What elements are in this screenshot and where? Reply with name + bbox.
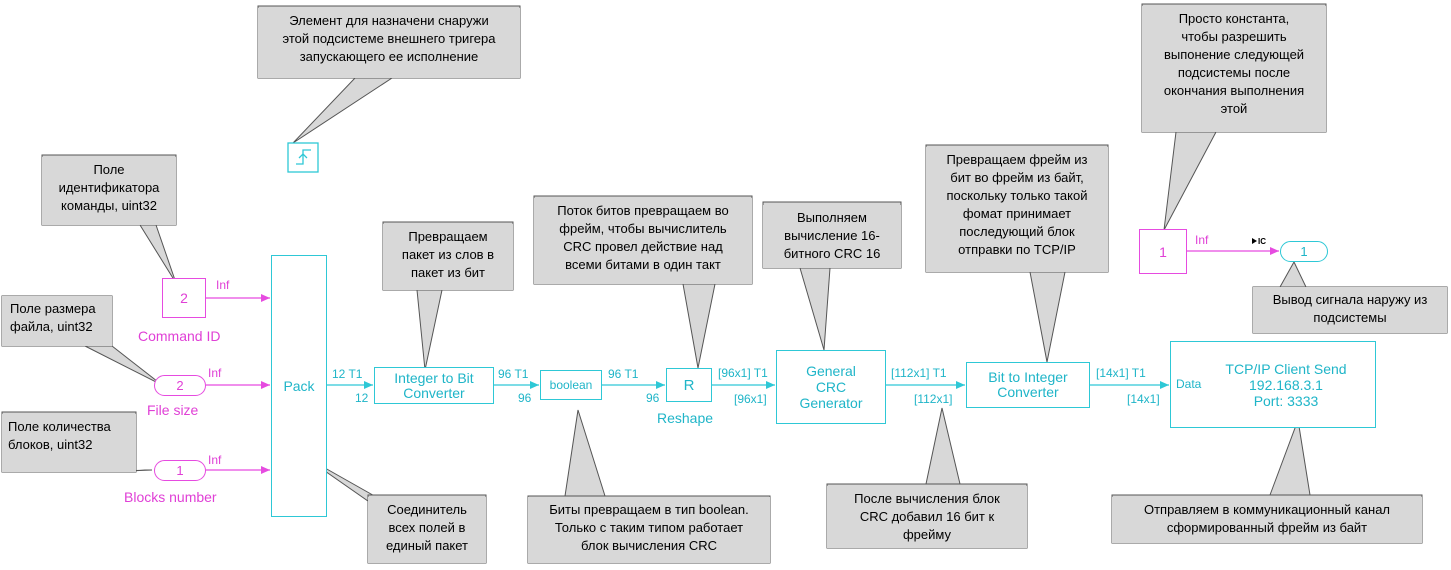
- blocks-number-name: Blocks number: [124, 489, 217, 505]
- pack-block[interactable]: Pack: [271, 255, 327, 517]
- note-bit-to-int: Превращаем фрейм из бит во фрейм из байт…: [926, 147, 1108, 272]
- pointer-boolean: [564, 409, 606, 497]
- note-crc-added: После вычисления блок CRC добавил 16 бит…: [827, 486, 1027, 548]
- bit-to-int-block[interactable]: Bit to Integer Converter: [966, 362, 1090, 408]
- pointer-file-size: [84, 345, 163, 386]
- trigger-icon[interactable]: [287, 142, 319, 173]
- tcp-data-port-label: Data: [1176, 377, 1202, 391]
- crc-out-label-bottom: [112x1]: [914, 392, 953, 406]
- command-id-signal: Inf: [216, 278, 230, 292]
- file-size-signal: Inf: [208, 366, 222, 380]
- file-size-port[interactable]: 2: [154, 375, 206, 396]
- reshape-block[interactable]: R: [666, 368, 712, 402]
- boolean-block[interactable]: boolean: [540, 370, 602, 400]
- b2i-out-label-bottom: [14x1]: [1127, 392, 1160, 406]
- reshape-out-label-bottom: [96x1]: [734, 392, 767, 406]
- constant-signal: Inf: [1195, 233, 1209, 247]
- tcp-client-send-block[interactable]: TCP/IP Client Send 192.168.3.1 Port: 333…: [1170, 341, 1376, 428]
- callout-pointers: [79, 77, 1311, 523]
- i2b-out-label-bottom: 96: [518, 391, 532, 405]
- note-file-size: Поле размера файла, uint32: [2, 296, 112, 346]
- note-trigger: Элемент для назначени снаружи этой подси…: [258, 8, 520, 78]
- b2i-out-label-top: [14x1] T1: [1096, 366, 1146, 380]
- reshape-out-label-top: [96x1] T1: [718, 366, 768, 380]
- int-to-bit-block[interactable]: Integer to Bit Converter: [374, 367, 494, 404]
- ic-label: IC: [1258, 237, 1266, 246]
- pointer-constant: [1163, 131, 1217, 231]
- note-blocks-number: Поле количества блоков, uint32: [2, 414, 136, 472]
- pack-out-label-top: 12 T1: [332, 367, 363, 381]
- note-constant: Просто константа, чтобы разрешить выпоне…: [1142, 6, 1326, 132]
- signal-lines: [206, 247, 1279, 474]
- pointer-output: [1279, 260, 1307, 288]
- note-reshape: Поток битов превращаем во фрейм, чтобы в…: [534, 198, 752, 284]
- blocks-number-signal: Inf: [208, 453, 222, 467]
- pointer-crc-added: [925, 407, 961, 485]
- pack-out-label-bottom: 12: [355, 391, 369, 405]
- pointer-command-id: [139, 224, 177, 284]
- pointer-crc: [799, 267, 831, 351]
- ic-marker-icon: [1252, 238, 1257, 244]
- note-tcp: Отправляем в коммуникационный канал сфор…: [1112, 497, 1422, 543]
- note-command-id: Поле идентификатора команды, uint32: [42, 157, 176, 225]
- pointer-reshape: [682, 283, 716, 369]
- crc-out-label-top: [112x1] T1: [891, 366, 947, 380]
- command-id-name: Command ID: [138, 328, 221, 344]
- pointer-tcp: [1269, 418, 1311, 496]
- note-boolean: Биты превращаем в тип boolean. Только с …: [528, 497, 770, 563]
- out-port[interactable]: 1: [1280, 241, 1328, 262]
- note-crc: Выполняем вычисление 16- битного CRC 16: [763, 205, 901, 268]
- bool-out-label-bottom: 96: [646, 391, 660, 405]
- command-id-block[interactable]: 2: [162, 278, 206, 318]
- reshape-name: Reshape: [657, 410, 714, 426]
- crc-generator-block[interactable]: General CRC Generator: [776, 350, 886, 424]
- pointer-bit-to-int: [1029, 271, 1066, 363]
- file-size-name: File size: [147, 402, 199, 418]
- note-output: Вывод сигнала наружу из подсистемы: [1253, 287, 1447, 333]
- blocks-number-port[interactable]: 1: [154, 460, 206, 481]
- note-pack: Соединитель всех полей в единый пакет: [368, 497, 486, 563]
- constant-block[interactable]: 1: [1139, 229, 1187, 274]
- i2b-out-label-top: 96 T1: [498, 367, 529, 381]
- bool-out-label-top: 96 T1: [608, 367, 639, 381]
- note-int-to-bit: Превращаем пакет из слов в пакет из бит: [383, 224, 513, 290]
- pointer-int-to-bit: [416, 289, 443, 371]
- pointer-trigger: [292, 77, 394, 144]
